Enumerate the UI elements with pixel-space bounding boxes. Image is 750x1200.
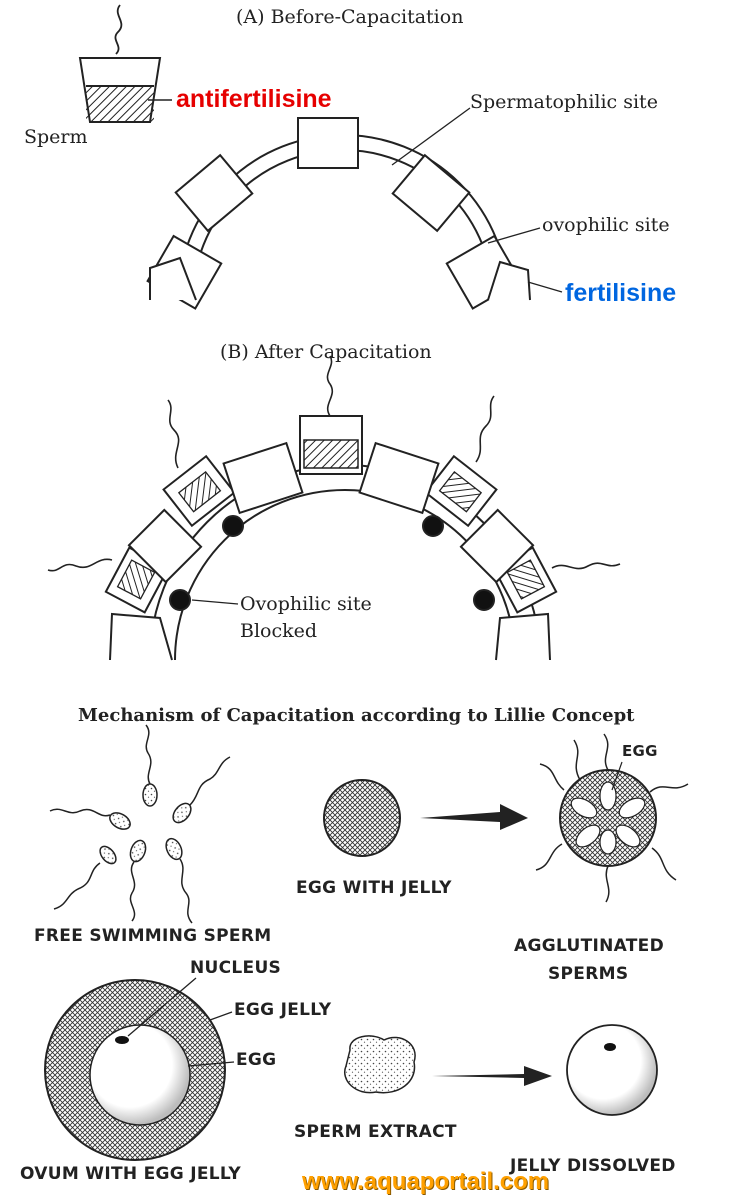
nucleus-label: NUCLEUS	[190, 958, 282, 978]
egg-label: EGG	[236, 1050, 277, 1070]
blocked-site-dot	[473, 589, 495, 611]
agglutinated-sperm-icon	[535, 733, 689, 903]
mechanism-title: Mechanism of Capacitation according to L…	[78, 705, 635, 726]
antifertilisine-label: antifertilisine	[176, 85, 332, 113]
membrane-arch-a	[146, 117, 531, 310]
ovum-with-egg-jelly-label: OVUM WITH EGG JELLY	[20, 1164, 242, 1184]
fertilisine-label: fertilisine	[565, 279, 677, 307]
egg-jelly-label: EGG JELLY	[234, 1000, 332, 1020]
free-swimming-sperm-icon	[49, 724, 231, 924]
arrow-right-icon	[432, 1066, 552, 1086]
jelly-dissolved-label: JELLY DISSOLVED	[510, 1156, 676, 1176]
arrow-right-icon	[420, 804, 528, 830]
watermark-text: www.aquaportail.com	[302, 1168, 550, 1195]
panel-a-before-capacitation	[78, 4, 563, 310]
agglutinated-sperms-label-line2: SPERMS	[548, 964, 629, 984]
agglutinated-sperms-label-line1: AGGLUTINATED	[514, 936, 665, 956]
blocked-site-dot	[169, 589, 191, 611]
ovophilic-blocked-label-line1: Ovophilic site	[240, 593, 372, 615]
jelly-dissolved-egg-icon	[566, 1024, 658, 1116]
sperm-extract-blob	[344, 1035, 416, 1094]
panel-b-after-capacitation	[47, 355, 621, 661]
ovophilic-blocked-label-line2: Blocked	[240, 620, 318, 642]
agglutinated-egg-label: EGG	[622, 742, 658, 760]
blocked-site-dot	[222, 515, 244, 537]
sperm-label: Sperm	[24, 126, 88, 148]
egg-with-jelly-circle	[323, 779, 401, 857]
ovophilic-site-label: ovophilic site	[542, 214, 670, 236]
panel-a-title: (A) Before-Capacitation	[236, 6, 464, 28]
free-swimming-sperm-label: FREE SWIMMING SPERM	[34, 926, 272, 946]
sperm-extract-label: SPERM EXTRACT	[294, 1122, 457, 1142]
egg-with-jelly-label: EGG WITH JELLY	[296, 878, 452, 898]
panel-b-title: (B) After Capacitation	[220, 341, 432, 363]
ovum-with-egg-jelly-icon	[44, 977, 235, 1161]
blocked-site-dot	[422, 515, 444, 537]
spermatophilic-site-label: Spermatophilic site	[470, 91, 658, 113]
sperm-cup-icon	[78, 4, 172, 123]
